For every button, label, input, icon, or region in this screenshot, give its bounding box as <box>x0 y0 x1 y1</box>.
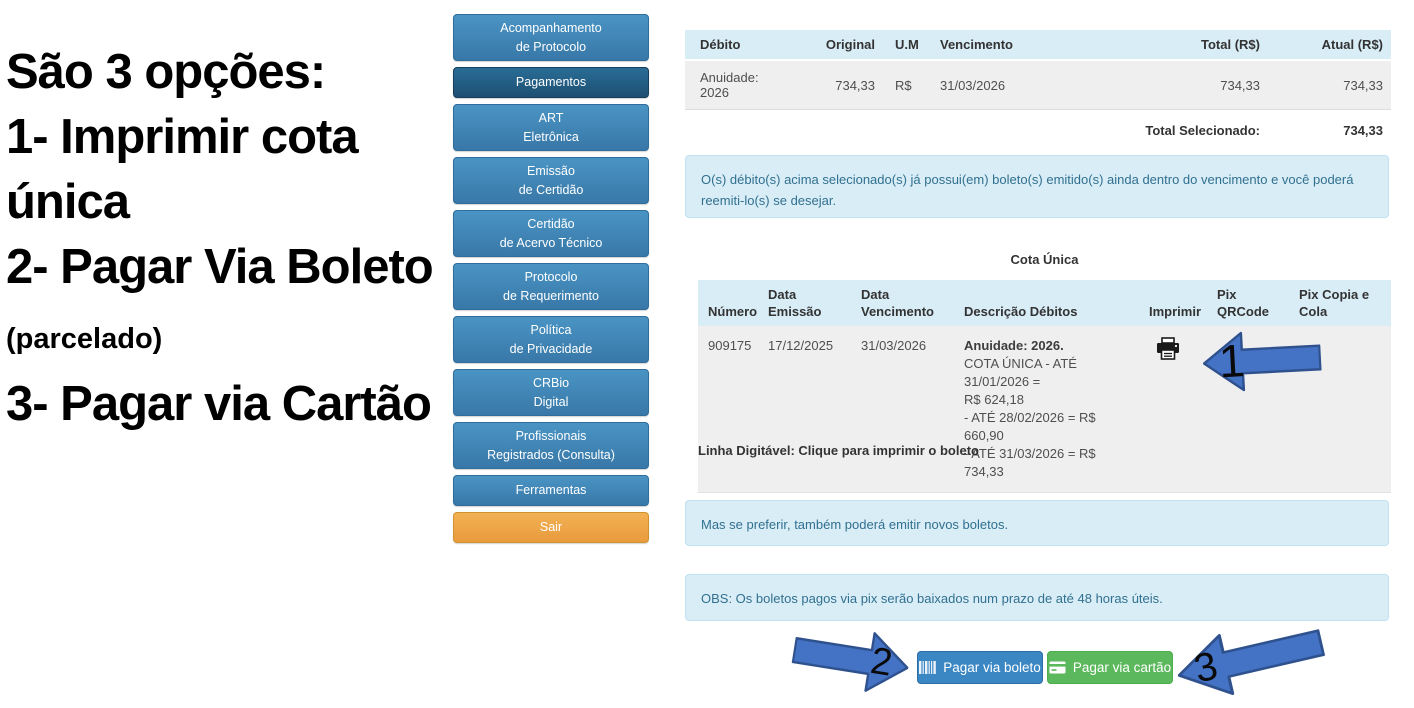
annotation-option-2: 2- Pagar Via Boleto (parcelado) <box>6 235 454 372</box>
print-boleto-button[interactable] <box>1155 337 1181 361</box>
notice-obs-pix: OBS: Os boletos pagos via pix serão baix… <box>685 574 1389 621</box>
sidebar-item-acompanhamento-de-protocolo[interactable]: Acompanhamento de Protocolo <box>453 14 649 61</box>
col-header-numero: Número <box>698 280 760 326</box>
sidebar-item-protocolo-de-requerimento[interactable]: Protocolo de Requerimento <box>453 263 649 310</box>
annotation-heading: São 3 opções: <box>6 45 326 99</box>
boleto-cell-numero: 909175 <box>698 326 760 493</box>
col-header-data-emissao: Data Emissão <box>760 280 853 326</box>
right-block-arrow-icon <box>791 632 909 692</box>
annotation-option-2-note: (parcelado) <box>6 323 163 355</box>
col-header-data-vencimento: Data Vencimento <box>853 280 956 326</box>
debit-cell-um: R$ <box>885 60 930 110</box>
sidebar-item-certidao-de-acervo-tecnico[interactable]: Certidão de Acervo Técnico <box>453 210 649 257</box>
left-block-arrow-icon <box>1202 331 1322 392</box>
debits-table: Débito Original U.M Vencimento Total (R$… <box>685 30 1391 147</box>
sidebar-item-art-eletronica[interactable]: ART Eletrônica <box>453 104 649 151</box>
callout-arrow-3-cartao: 3 <box>1170 610 1329 708</box>
boleto-cell-imprimir <box>1141 326 1209 493</box>
sidebar-item-pagamentos[interactable]: Pagamentos <box>453 67 649 98</box>
pay-via-cartao-label: Pagar via cartão <box>1072 660 1172 675</box>
col-header-vencimento: Vencimento <box>930 30 1090 61</box>
col-header-pix-qrcode: Pix QRCode <box>1209 280 1291 326</box>
col-header-atual: Atual (R$) <box>1270 30 1391 61</box>
pay-via-boleto-label: Pagar via boleto <box>943 660 1041 675</box>
left-block-arrow-icon <box>1177 629 1326 695</box>
callout-arrow-1-print: 1 <box>1201 326 1322 395</box>
boleto-cell-data-vencimento: 31/03/2026 <box>853 326 956 493</box>
total-selecionado-value: 734,33 <box>1270 109 1391 147</box>
cota-unica-table: Número Data Emissão Data Vencimento Desc… <box>698 280 1391 493</box>
callout-number-1: 1 <box>1217 333 1246 387</box>
sidebar-item-profissionais-registrados[interactable]: Profissionais Registrados (Consulta) <box>453 422 649 469</box>
sidebar-menu: Acompanhamento de Protocolo Pagamentos A… <box>453 14 649 543</box>
debit-cell-total: 734,33 <box>1090 60 1270 110</box>
sidebar-item-ferramentas[interactable]: Ferramentas <box>453 475 649 506</box>
tutorial-annotation: São 3 opções: 1- Imprimir cota única 2- … <box>6 40 454 437</box>
credit-card-icon <box>1049 661 1066 674</box>
cota-unica-header-row: Número Data Emissão Data Vencimento Desc… <box>698 280 1391 326</box>
boleto-cell-data-emissao: 17/12/2025 <box>760 326 853 493</box>
sidebar-item-crbio-digital[interactable]: CRBio Digital <box>453 369 649 416</box>
linha-digitavel-label: Linha Digitável: Clique para imprimir o … <box>698 443 979 458</box>
debit-cell-vencimento: 31/03/2026 <box>930 60 1090 110</box>
boleto-row-909175: 909175 17/12/2025 31/03/2026 Anuidade: 2… <box>698 326 1391 493</box>
cota-unica-title: Cota Única <box>1010 252 1079 267</box>
col-header-um: U.M <box>885 30 930 61</box>
col-header-descricao-debitos: Descrição Débitos <box>956 280 1141 326</box>
annotation-option-1: 1- Imprimir cota única <box>6 110 359 229</box>
boleto-cell-descricao: Anuidade: 2026. COTA ÚNICA - ATÉ 31/01/2… <box>956 326 1141 493</box>
descricao-title: Anuidade: 2026. <box>964 338 1064 353</box>
barcode-icon <box>919 661 937 674</box>
col-header-total: Total (R$) <box>1090 30 1270 61</box>
debit-cell-debito: Anuidade: 2026 <box>685 60 800 110</box>
payment-content: Débito Original U.M Vencimento Total (R$… <box>685 0 1391 700</box>
debits-header-row: Débito Original U.M Vencimento Total (R$… <box>685 30 1391 61</box>
annotation-option-3: 3- Pagar via Cartão <box>6 377 432 431</box>
annotation-option-2-text: 2- Pagar Via Boleto <box>6 240 434 294</box>
total-selecionado-label: Total Selecionado: <box>1090 109 1270 147</box>
sidebar-item-emissao-de-certidao[interactable]: Emissão de Certidão <box>453 157 649 204</box>
total-selecionado-row: Total Selecionado: 734,33 <box>685 109 1391 147</box>
col-header-imprimir: Imprimir <box>1141 280 1209 326</box>
callout-arrow-2-boleto: 2 <box>789 618 914 699</box>
col-header-pix-copia-e-cola: Pix Copia e Cola <box>1291 280 1391 326</box>
descricao-detail: COTA ÚNICA - ATÉ 31/01/2026 = R$ 624,18 … <box>964 356 1096 479</box>
debit-cell-original: 734,33 <box>800 60 885 110</box>
col-header-original: Original <box>800 30 885 61</box>
col-header-debito: Débito <box>685 30 800 61</box>
pay-via-boleto-button[interactable]: Pagar via boleto <box>917 651 1043 684</box>
notice-new-boletos: Mas se preferir, também poderá emitir no… <box>685 500 1389 546</box>
notice-reissue: O(s) débito(s) acima selecionado(s) já p… <box>685 155 1389 218</box>
printer-icon <box>1157 337 1179 360</box>
debit-cell-atual: 734,33 <box>1270 60 1391 110</box>
sidebar-item-politica-de-privacidade[interactable]: Política de Privacidade <box>453 316 649 363</box>
sidebar-item-sair[interactable]: Sair <box>453 512 649 543</box>
debit-row-anuidade-2026[interactable]: Anuidade: 2026 734,33 R$ 31/03/2026 734,… <box>685 60 1391 110</box>
pay-via-cartao-button[interactable]: Pagar via cartão <box>1047 651 1173 684</box>
